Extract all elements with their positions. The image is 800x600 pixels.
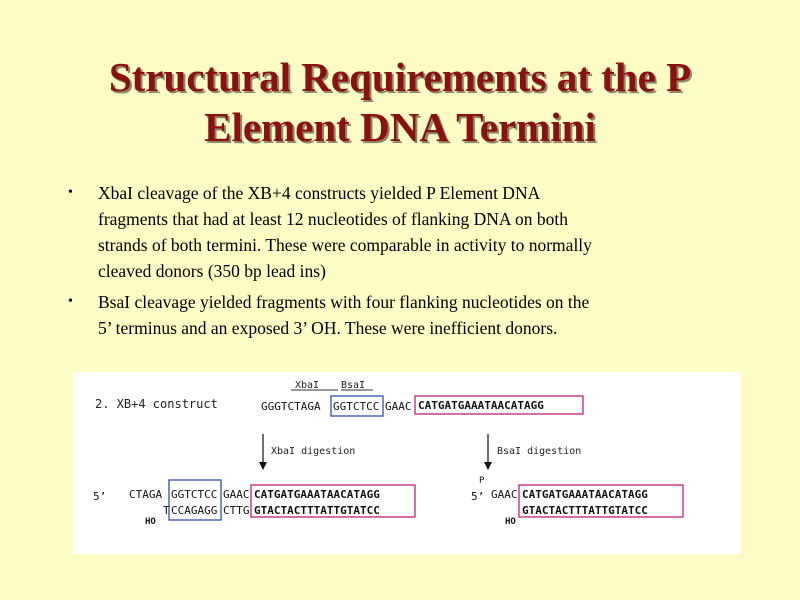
slide-title-line-2: Element DNA Termini [204, 104, 596, 150]
slide-title: Structural Requirements at the P Element… [0, 52, 800, 152]
bullet-line: strands of both termini. These were comp… [98, 235, 592, 255]
bullet-line: XbaI cleavage of the XB+4 constructs yie… [98, 183, 541, 203]
bullet-list: • XbaI cleavage of the XB+4 constructs y… [68, 180, 728, 346]
bullet-item: • XbaI cleavage of the XB+4 constructs y… [68, 180, 728, 284]
bullet-line: cleaved donors (350 bp lead ins) [98, 261, 326, 281]
left-p-end-box [250, 484, 416, 518]
right-ho-label: HO [505, 517, 516, 527]
left-ho-label: HO [145, 517, 156, 527]
bullet-line: BsaI cleavage yielded fragments with fou… [98, 292, 590, 312]
left-five-prime: 5’ [93, 490, 106, 503]
left-top-flank: CTAGA [129, 488, 162, 501]
right-top-gap: GAAC [491, 488, 518, 501]
xbai-digestion-label: XbaI digestion [271, 446, 355, 457]
right-bottom-p-end: GTACTACTTTATTGTATCC [522, 504, 648, 517]
top-seq-bsai: GGTCTCC [333, 400, 379, 413]
xbai-site-label: XbaI [295, 380, 319, 391]
left-bsai-box [168, 479, 222, 521]
dna-figure-svg: 2. XB+4 construct XbaI BsaI GGGTCTAGA GG… [93, 380, 684, 527]
dna-construct-figure: 2. XB+4 construct XbaI BsaI GGGTCTAGA GG… [73, 372, 741, 554]
bsai-site-label: BsaI [341, 380, 365, 391]
left-top-p-end: CATGATGAAATAACATAGG [254, 488, 380, 501]
bullet-line: 5’ terminus and an exposed 3’ OH. These … [98, 318, 558, 338]
top-seq-left: GGGTCTAGA [261, 400, 321, 413]
right-five-prime: 5’ [471, 490, 484, 503]
bsai-digestion-label: BsaI digestion [497, 446, 581, 457]
construct-label: 2. XB+4 construct [95, 397, 218, 411]
slide-title-line-1: Structural Requirements at the P [108, 54, 692, 100]
right-p-label: P [479, 476, 485, 486]
top-seq-gap: GAAC [385, 400, 412, 413]
left-top-box-seq: GGTCTCC [171, 488, 217, 501]
top-seq-p-end: CATGATGAAATAACATAGG [418, 399, 544, 412]
left-bottom-flank: T [163, 504, 170, 517]
bullet-dot-icon: • [68, 185, 73, 200]
bullet-dot-icon: • [68, 294, 73, 309]
bsai-arrow-head-icon [484, 462, 492, 470]
bullet-item: • BsaI cleavage yielded fragments with f… [68, 289, 728, 341]
top-bsai-box [330, 395, 384, 417]
left-top-gap: GAAC [223, 488, 250, 501]
left-bottom-gap: CTTG [223, 504, 250, 517]
right-top-p-end: CATGATGAAATAACATAGG [522, 488, 648, 501]
xbai-arrow-head-icon [259, 462, 267, 470]
right-p-end-box [518, 484, 684, 518]
left-bottom-box-seq: CCAGAGG [171, 504, 217, 517]
left-bottom-p-end: GTACTACTTTATTGTATCC [254, 504, 380, 517]
bullet-line: fragments that had at least 12 nucleotid… [98, 209, 568, 229]
top-p-end-box [414, 395, 584, 415]
